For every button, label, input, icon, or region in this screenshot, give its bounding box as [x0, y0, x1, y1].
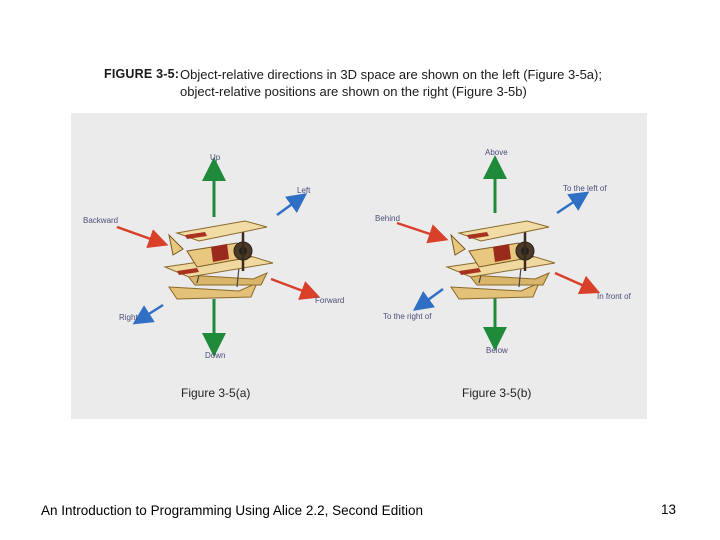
label-left: Left: [297, 186, 311, 195]
label-right: Right: [119, 313, 138, 322]
in-front-of-arrow: [554, 271, 601, 295]
label-below: Below: [486, 346, 508, 355]
footer-book-title: An Introduction to Programming Using Ali…: [41, 503, 423, 518]
label-to-the-right-of: To the right of: [383, 312, 432, 321]
label-backward: Backward: [83, 216, 118, 225]
label-behind: Behind: [375, 214, 400, 223]
right-arrow: [132, 303, 164, 325]
biplane-b: [445, 219, 557, 301]
figure-a-caption: Figure 3-5(a): [181, 386, 250, 400]
figure-caption-line-2: object-relative positions are shown on t…: [180, 84, 527, 99]
to-the-right-of-arrow: [412, 287, 444, 311]
behind-arrow: [396, 221, 449, 244]
figure-caption-line-1: Object-relative directions in 3D space a…: [180, 67, 602, 82]
page-number: 13: [661, 502, 677, 517]
figure-b-caption: Figure 3-5(b): [462, 386, 531, 400]
label-down: Down: [205, 351, 225, 360]
forward-arrow: [270, 277, 321, 300]
figure-a: Up Down Left Right Backward Forward Figu…: [83, 153, 344, 400]
figure-panel: Up Down Left Right Backward Forward Figu…: [71, 113, 647, 419]
figure-caption-label: FIGURE 3-5:: [104, 67, 180, 81]
backward-arrow: [116, 225, 169, 249]
label-forward: Forward: [315, 296, 344, 305]
biplane-a: [163, 219, 275, 301]
to-the-left-of-arrow: [556, 191, 590, 215]
left-arrow: [276, 193, 308, 217]
label-in-front-of: In front of: [597, 292, 632, 301]
figure-illustration: Up Down Left Right Backward Forward Figu…: [83, 148, 632, 400]
label-to-the-left-of: To the left of: [563, 184, 607, 193]
figure-b: Above Below To the left of To the right …: [375, 148, 632, 400]
label-above: Above: [485, 148, 508, 157]
label-up: Up: [210, 153, 221, 162]
